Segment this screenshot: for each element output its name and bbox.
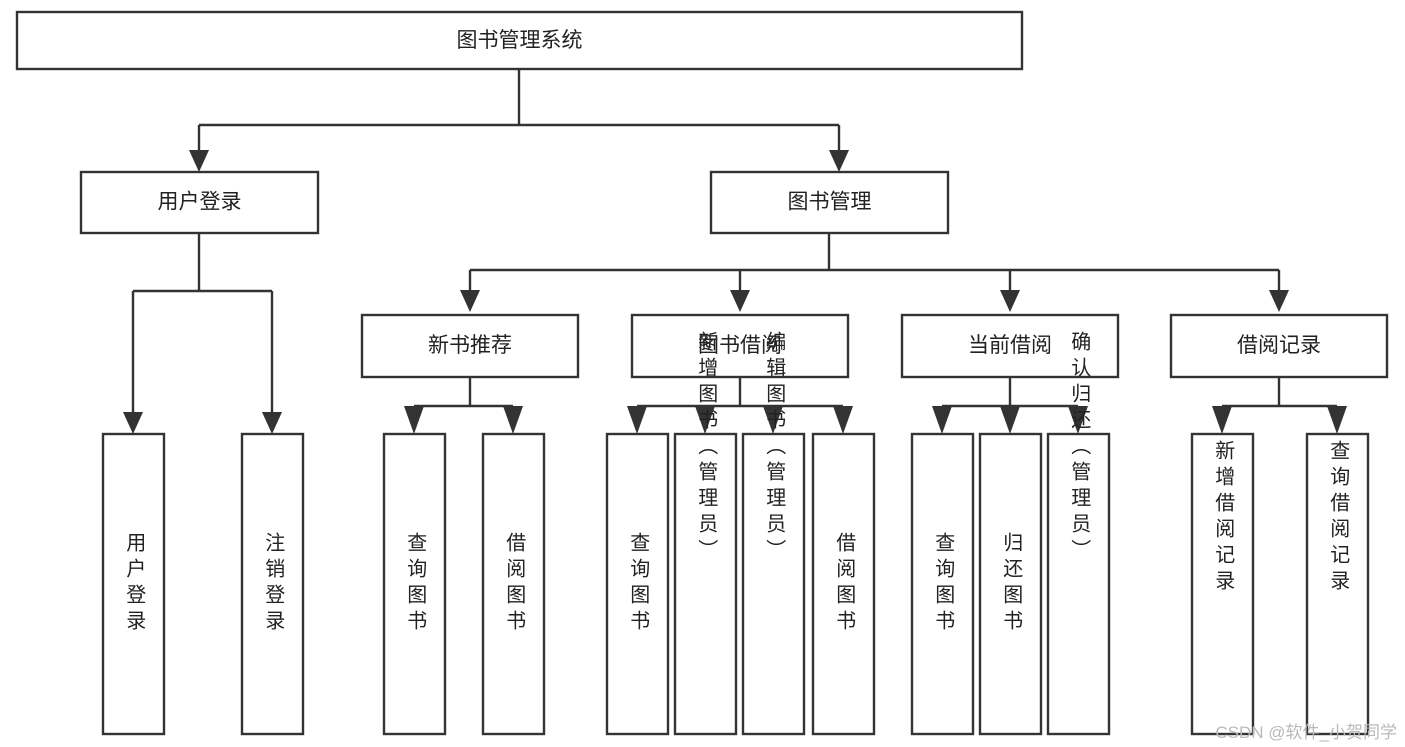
leaf-return-book-box[interactable] <box>978 432 1043 736</box>
node-book-borrow-box[interactable] <box>630 313 850 379</box>
node-root-box[interactable] <box>15 10 1024 71</box>
node-current-borrow-box[interactable] <box>900 313 1120 379</box>
leaf-return-book-label: 归还图书 <box>1000 532 1023 636</box>
arrowhead-to-leaf-query-book-2 <box>627 406 647 434</box>
arrowhead-to-leaf-logout <box>262 412 282 434</box>
arrowhead-to-leaf-add-record <box>1212 406 1232 434</box>
edge-bookborrow-to-leaves <box>635 377 845 414</box>
edge-root-to-level1 <box>197 69 841 152</box>
leaf-query-book-1[interactable]: 查询图书 <box>382 432 447 736</box>
node-root[interactable]: 图书管理系统 <box>15 10 1024 71</box>
arrowhead-to-leaf-return-book <box>1000 406 1020 434</box>
leaf-user-login[interactable]: 用户登录 <box>101 432 166 736</box>
leaf-query-book-3-label: 查询图书 <box>932 532 955 636</box>
node-new-book-recommend[interactable]: 新书推荐 <box>360 313 580 379</box>
leaf-user-login-box[interactable] <box>101 432 166 736</box>
edge-bookmanage-to-level2 <box>468 233 1281 292</box>
leaf-confirm-return-admin-label: 确认归还（管理员） <box>1068 331 1091 565</box>
leaf-add-book-admin-label: 新增图书（管理员） <box>695 331 718 565</box>
arrowhead-to-user-login <box>189 150 209 172</box>
arrowhead-to-leaf-borrow-book-1 <box>503 406 523 434</box>
leaf-edit-book-admin[interactable]: 编辑图书（管理员） <box>741 331 806 736</box>
leaf-query-book-1-label: 查询图书 <box>404 532 427 636</box>
leaf-query-book-3[interactable]: 查询图书 <box>910 432 975 736</box>
arrowhead-to-leaf-edit-book <box>763 406 783 434</box>
leaf-logout-box[interactable] <box>240 432 305 736</box>
leaf-borrow-book-2[interactable]: 借阅图书 <box>811 432 876 736</box>
arrowhead-to-leaf-borrow-book-2 <box>833 406 853 434</box>
node-borrow-record-label: 借阅记录 <box>1237 334 1321 357</box>
node-root-label: 图书管理系统 <box>457 29 583 52</box>
arrowhead-to-leaf-add-book <box>695 406 715 434</box>
node-book-manage[interactable]: 图书管理 <box>709 170 950 235</box>
node-user-login-box[interactable] <box>79 170 320 235</box>
node-new-book-recommend-box[interactable] <box>360 313 580 379</box>
arrowhead-to-book-manage <box>829 150 849 172</box>
leaf-borrow-book-1[interactable]: 借阅图书 <box>481 432 546 736</box>
leaf-add-book-admin-box[interactable] <box>673 432 738 736</box>
leaf-query-book-2-box[interactable] <box>605 432 670 736</box>
node-user-login-label: 用户登录 <box>158 191 242 214</box>
node-current-borrow[interactable]: 当前借阅 <box>900 313 1120 379</box>
leaf-query-borrow-record-label: 查询借阅记录 <box>1327 440 1350 596</box>
node-borrow-record[interactable]: 借阅记录 <box>1169 313 1389 379</box>
connector-layer <box>123 69 1347 434</box>
leaf-borrow-book-2-label: 借阅图书 <box>833 532 856 636</box>
leaf-borrow-book-1-label: 借阅图书 <box>503 532 526 636</box>
node-book-manage-label: 图书管理 <box>788 191 872 214</box>
edge-userlogin-to-leaves <box>131 233 274 414</box>
leaf-confirm-return-admin-box[interactable] <box>1046 432 1111 736</box>
leaf-confirm-return-admin[interactable]: 确认归还（管理员） <box>1046 331 1111 736</box>
leaf-user-login-label: 用户登录 <box>123 532 146 636</box>
node-user-login[interactable]: 用户登录 <box>79 170 320 235</box>
leaf-edit-book-admin-box[interactable] <box>741 432 806 736</box>
edge-borrowrecord-to-leaves <box>1220 377 1339 414</box>
node-book-manage-box[interactable] <box>709 170 950 235</box>
arrowhead-to-leaf-confirm-return <box>1068 406 1088 434</box>
arrowhead-to-book-borrow <box>730 290 750 312</box>
arrowhead-to-leaf-query-book-3 <box>932 406 952 434</box>
leaf-borrow-book-2-box[interactable] <box>811 432 876 736</box>
leaf-add-borrow-record-label: 新增借阅记录 <box>1212 440 1235 596</box>
leaf-add-borrow-record[interactable]: 新增借阅记录 <box>1190 432 1255 736</box>
arrowhead-to-current-borrow <box>1000 290 1020 312</box>
leaf-add-book-admin[interactable]: 新增图书（管理员） <box>673 331 738 736</box>
leaf-query-borrow-record-box[interactable] <box>1305 432 1370 736</box>
leaf-edit-book-admin-label: 编辑图书（管理员） <box>763 331 786 565</box>
leaf-logout-label: 注销登录 <box>262 532 285 636</box>
node-book-borrow-label: 图书借阅 <box>698 334 782 357</box>
leaf-query-book-2[interactable]: 查询图书 <box>605 432 670 736</box>
edge-newbookrec-to-leaves <box>412 377 515 414</box>
node-book-borrow[interactable]: 图书借阅 <box>630 313 850 379</box>
leaf-borrow-book-1-box[interactable] <box>481 432 546 736</box>
leaf-query-book-2-label: 查询图书 <box>627 532 650 636</box>
leaf-query-borrow-record[interactable]: 查询借阅记录 <box>1305 432 1370 736</box>
leaf-add-borrow-record-box[interactable] <box>1190 432 1255 736</box>
node-current-borrow-label: 当前借阅 <box>968 334 1052 357</box>
node-new-book-recommend-label: 新书推荐 <box>428 334 512 357</box>
leaf-query-book-3-box[interactable] <box>910 432 975 736</box>
arrowhead-to-new-book-rec <box>460 290 480 312</box>
leaf-return-book[interactable]: 归还图书 <box>978 432 1043 736</box>
arrowhead-to-leaf-user-login <box>123 412 143 434</box>
csdn-watermark: CSDN @软件_小贺同学 <box>1215 723 1397 742</box>
node-borrow-record-box[interactable] <box>1169 313 1389 379</box>
leaf-logout[interactable]: 注销登录 <box>240 432 305 736</box>
arrowhead-to-leaf-query-book-1 <box>404 406 424 434</box>
leaf-query-book-1-box[interactable] <box>382 432 447 736</box>
arrowhead-to-leaf-query-record <box>1327 406 1347 434</box>
arrowhead-to-borrow-record <box>1269 290 1289 312</box>
